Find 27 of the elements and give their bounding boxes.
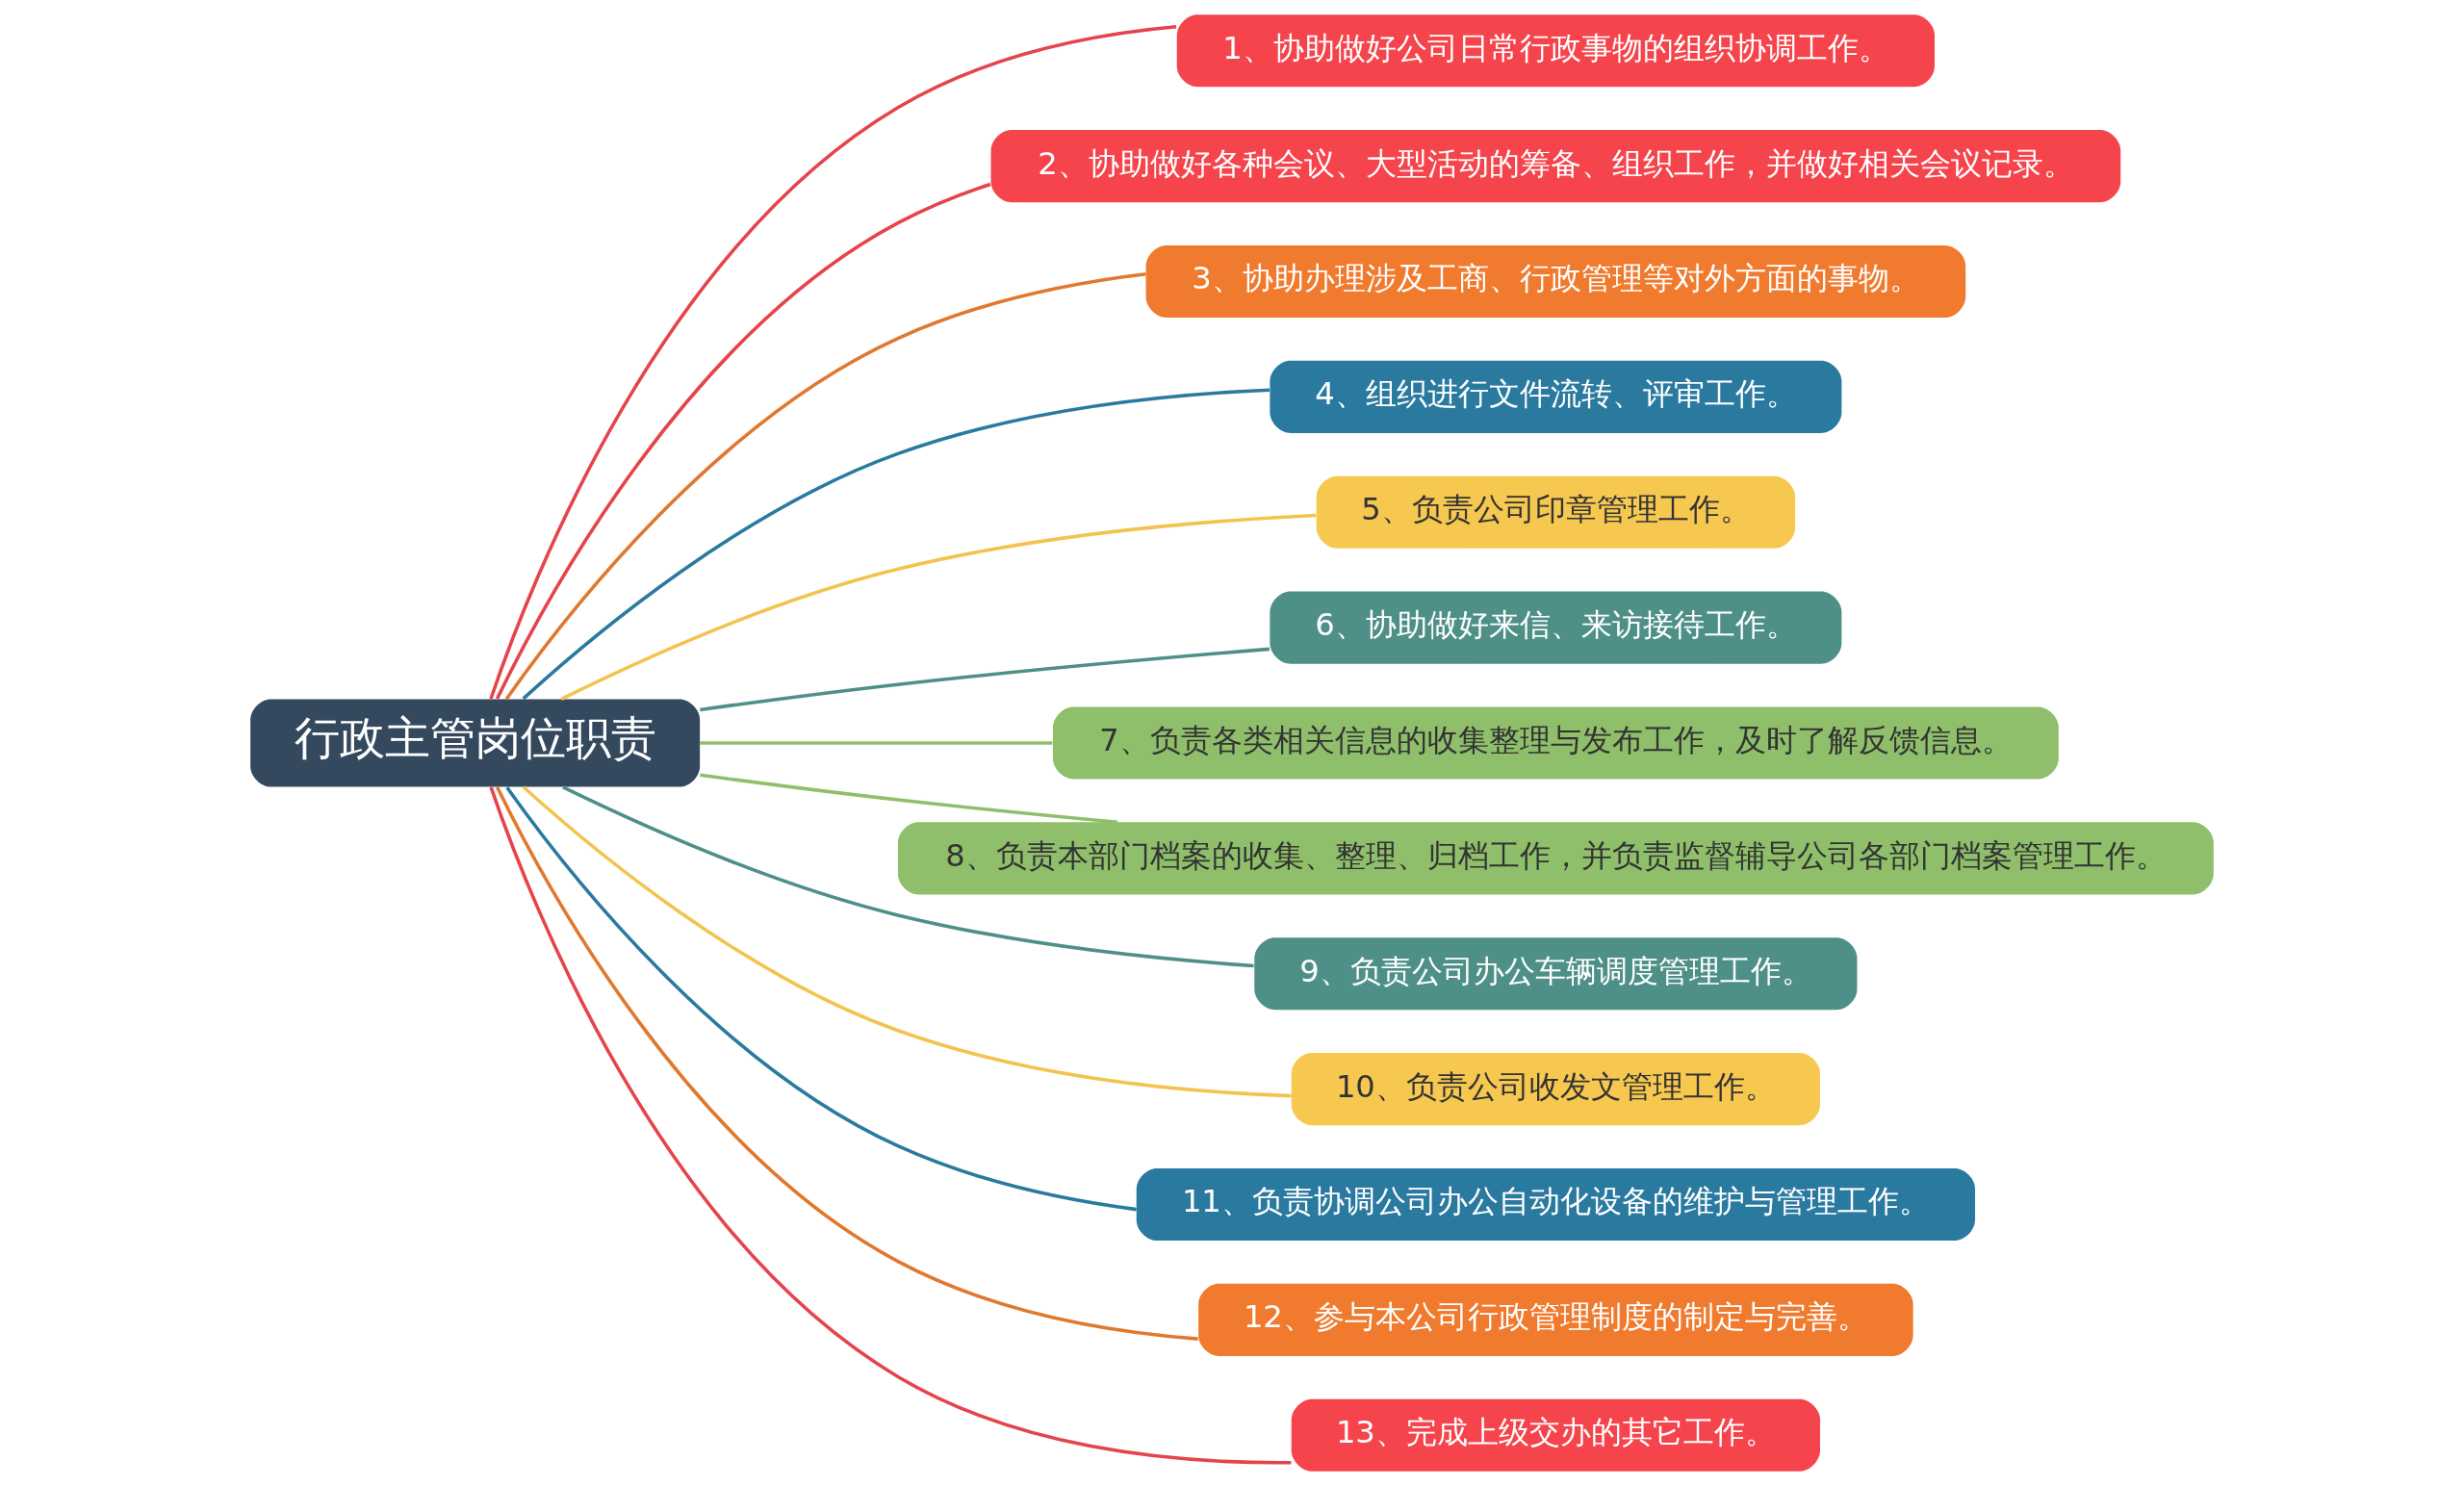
connector: [562, 785, 1254, 968]
node-box: 13、完成上级交办的其它工作。: [1291, 1398, 1820, 1472]
connector: [495, 182, 991, 700]
node-box: 行政主管岗位职责: [250, 699, 701, 787]
connector: [489, 25, 1177, 700]
connector: [489, 786, 1292, 1465]
node-box: 1、协助做好公司日常行政事物的组织协调工作。: [1176, 14, 1935, 88]
node-box: 10、负责公司收发文管理工作。: [1291, 1053, 1820, 1126]
connector: [700, 773, 1118, 825]
connector: [700, 741, 1053, 745]
node-box: 3、协助办理涉及工商、行政管理等对外方面的事物。: [1145, 244, 1966, 319]
node-box: 11、负责协调公司办公自动化设备的维护与管理工作。: [1136, 1167, 1976, 1242]
connector: [504, 271, 1146, 701]
node-box: 4、组织进行文件流转、评审工作。: [1270, 360, 1842, 433]
connector: [560, 513, 1317, 701]
node-box: 2、协助做好各种会议、大型活动的筹备、组织工作，并做好相关会议记录。: [990, 130, 2121, 203]
connector: [700, 647, 1270, 712]
node-box: 12、参与本公司行政管理制度的制定与完善。: [1198, 1283, 1913, 1356]
node-box: 5、负责公司印章管理工作。: [1316, 475, 1796, 549]
node-box: 6、协助做好来信、来访接待工作。: [1270, 591, 1842, 664]
node-box: 8、负责本部门档案的收集、整理、归档工作，并负责监督辅导公司各部门档案管理工作。: [897, 822, 2214, 895]
connector: [495, 785, 1198, 1341]
connector: [505, 786, 1137, 1212]
connector: [522, 785, 1292, 1098]
connector: [522, 388, 1270, 701]
node-box: 9、负责公司办公车辆调度管理工作。: [1254, 937, 1858, 1011]
node-box: 7、负责各类相关信息的收集整理与发布工作，及时了解反馈信息。: [1052, 706, 2059, 780]
